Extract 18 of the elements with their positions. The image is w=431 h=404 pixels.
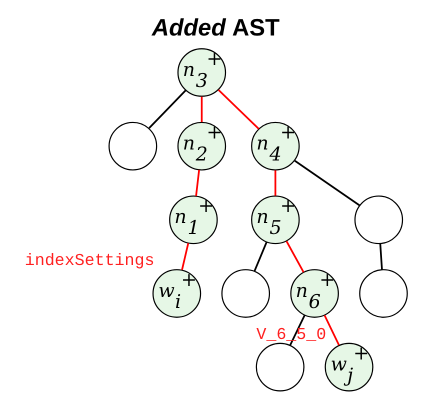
connector xyxy=(285,240,304,273)
connector xyxy=(194,170,200,196)
connector xyxy=(253,242,267,272)
connector xyxy=(200,96,202,122)
node-label: indexSettings xyxy=(24,251,154,270)
connector xyxy=(378,244,382,270)
connector xyxy=(323,314,340,346)
connector xyxy=(274,170,276,196)
node-circle xyxy=(354,195,403,244)
diagram-title: Added AST xyxy=(151,14,280,42)
connector xyxy=(217,89,259,130)
connector xyxy=(294,160,360,206)
node-circle xyxy=(220,269,270,318)
node-circle xyxy=(358,269,408,318)
connector xyxy=(148,90,186,129)
connector xyxy=(180,242,189,270)
node-circle xyxy=(255,342,304,392)
node-circle xyxy=(108,122,157,171)
